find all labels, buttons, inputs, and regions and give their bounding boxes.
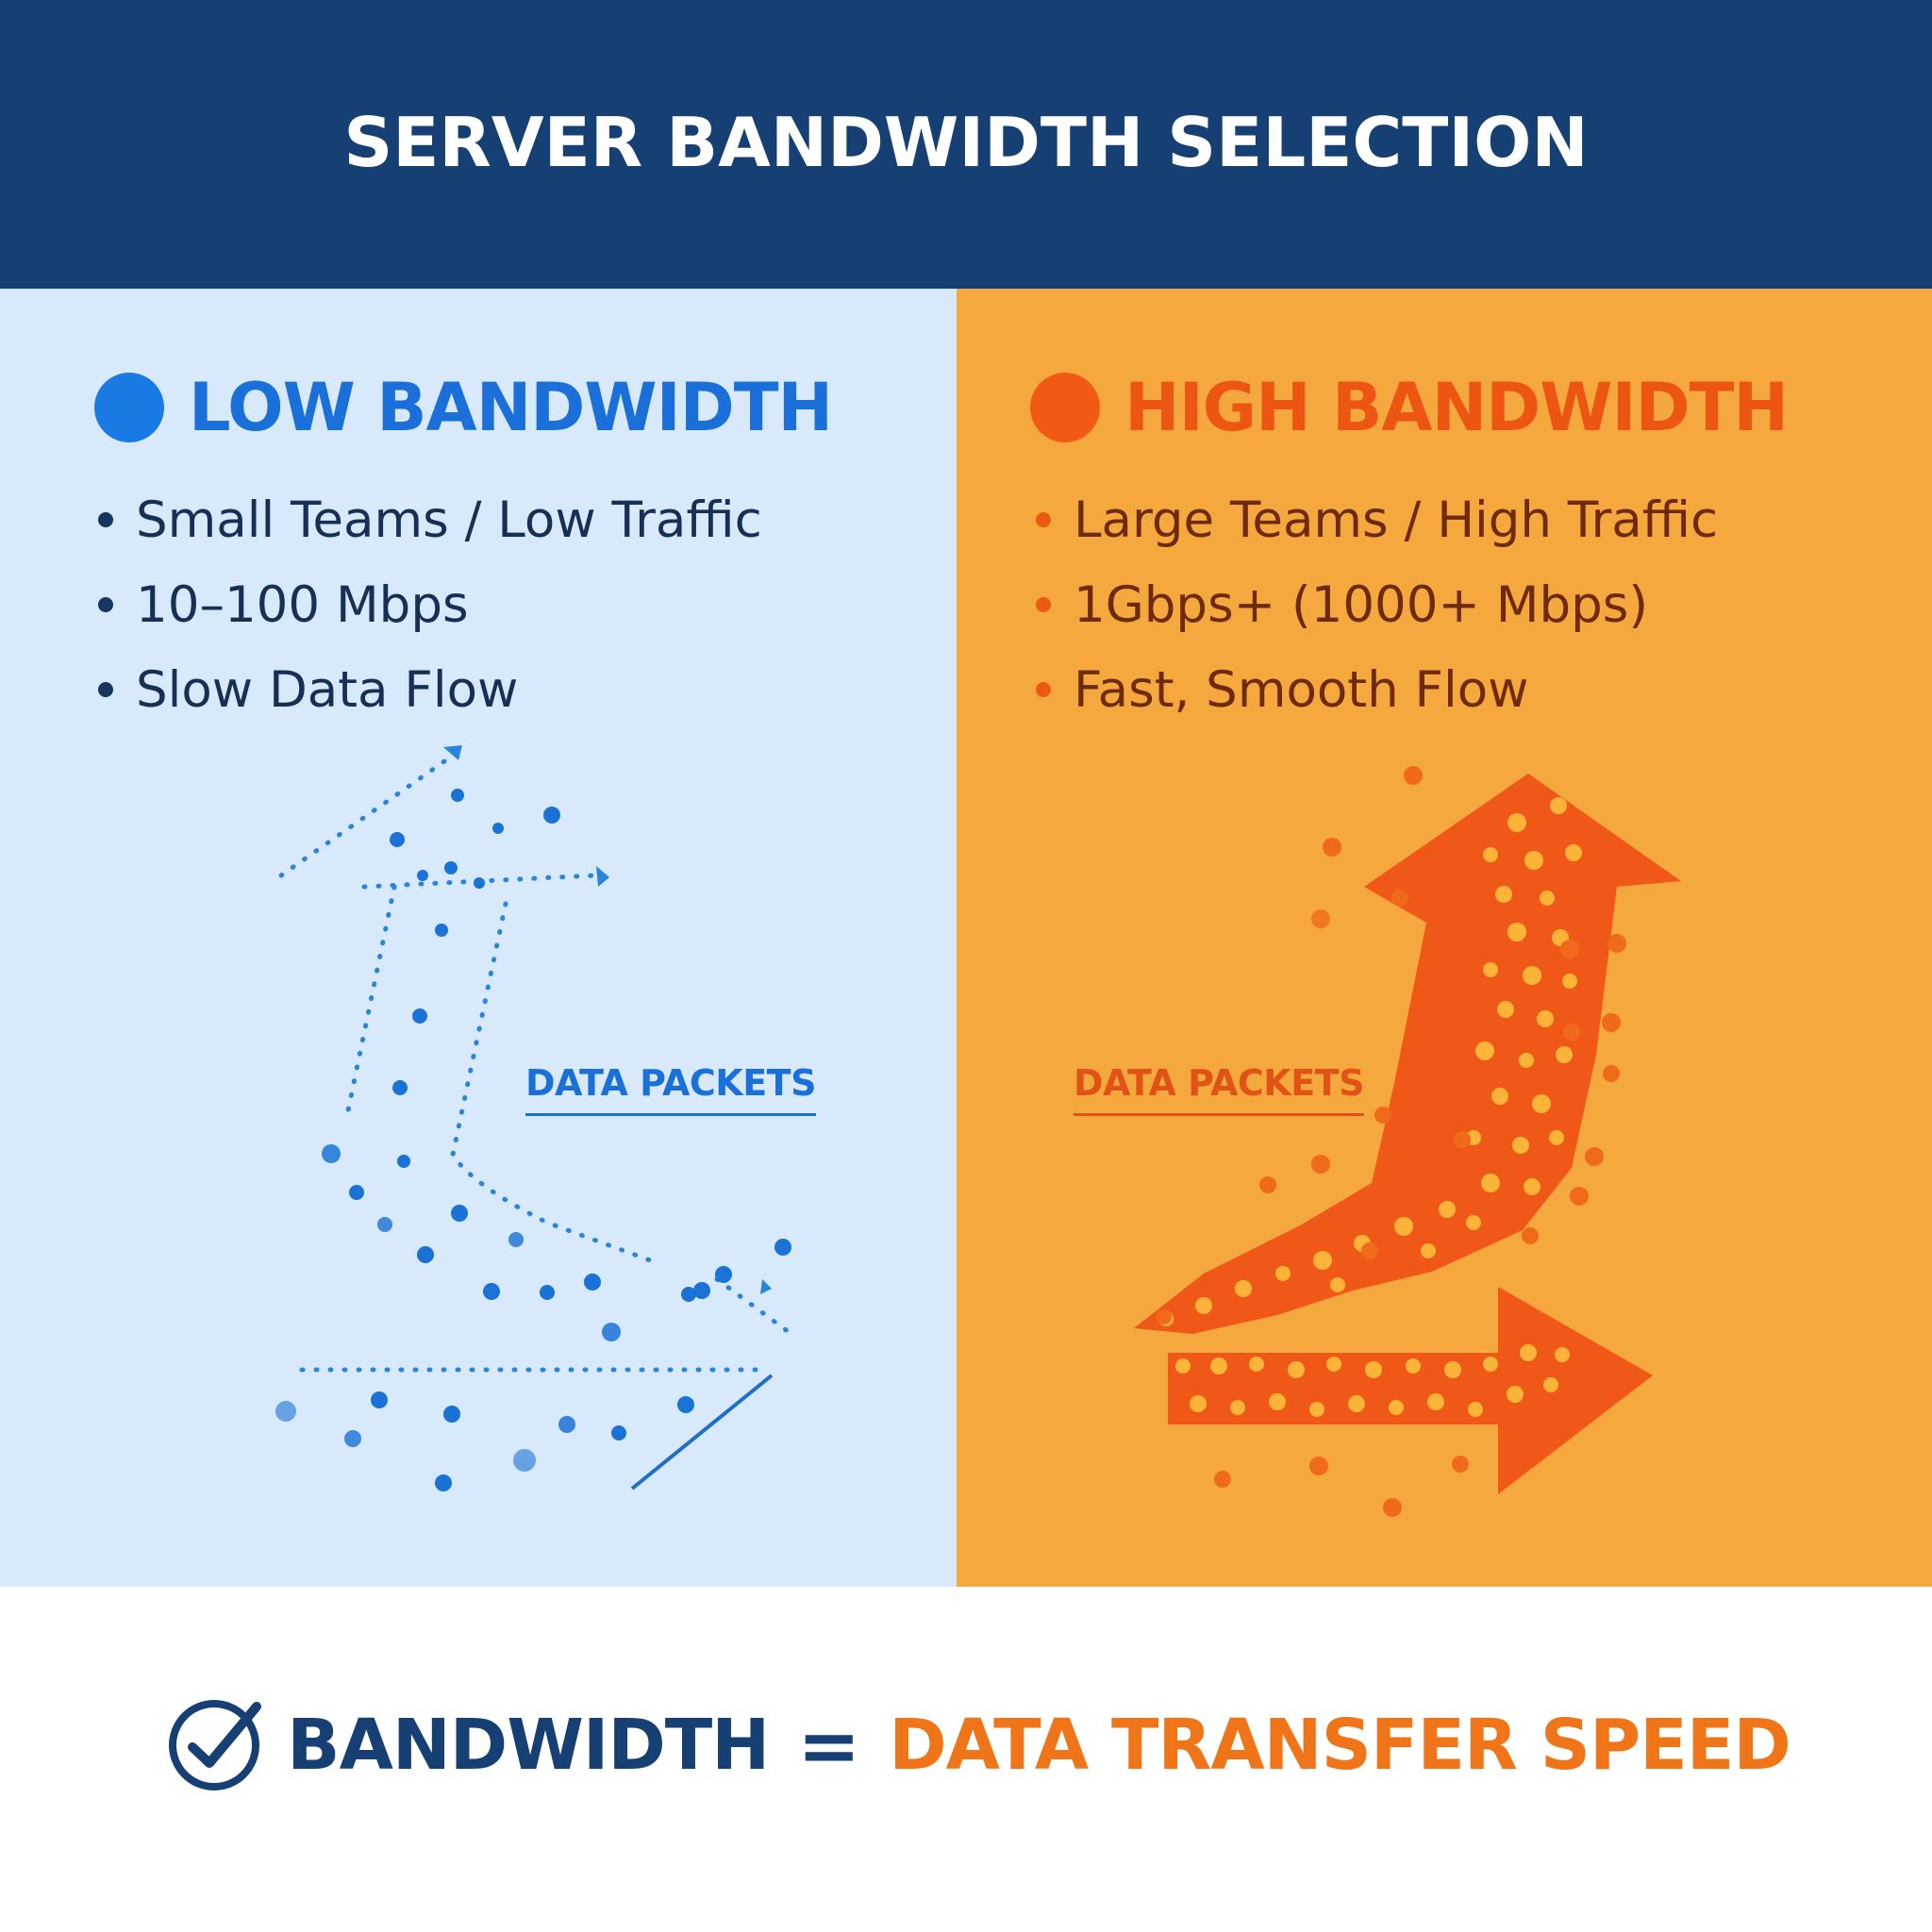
footer: BANDWIDTH = DATA TRANSFER SPEED [0, 1587, 1932, 1932]
footer-speed-text: DATA TRANSFER SPEED [889, 1705, 1791, 1786]
bullet-icon [98, 512, 113, 527]
low-bandwidth-title: LOW BANDWIDTH [189, 369, 833, 446]
bullet-icon [1036, 682, 1051, 697]
bullet-text: 1Gbps+ (1000+ Mbps) [1074, 575, 1649, 634]
list-item: 10–100 Mbps [98, 562, 762, 647]
list-item: 1Gbps+ (1000+ Mbps) [1036, 562, 1718, 647]
high-data-packets-label: DATA PACKETS [1074, 1062, 1364, 1116]
bullet-text: Small Teams / Low Traffic [136, 491, 762, 549]
high-bandwidth-heading: HIGH BANDWIDTH [1030, 369, 1789, 446]
high-bandwidth-panel: HIGH BANDWIDTH Large Teams / High Traffi… [957, 289, 1932, 1587]
low-bandwidth-panel: LOW BANDWIDTH Small Teams / Low Traffic … [0, 289, 957, 1587]
list-item: Large Teams / High Traffic [1036, 477, 1718, 562]
bullet-text: Fast, Smooth Flow [1074, 660, 1529, 719]
bullet-icon [1036, 597, 1051, 612]
footer-bandwidth-text: BANDWIDTH [287, 1705, 770, 1786]
dense-solid-arrows-illustration [1134, 766, 1681, 1517]
high-bandwidth-title: HIGH BANDWIDTH [1124, 369, 1789, 446]
low-data-packets-label: DATA PACKETS [525, 1062, 816, 1116]
orange-dot-icon [1030, 373, 1100, 442]
bullet-text: Slow Data Flow [136, 660, 519, 719]
checkmark-circle-icon [169, 1700, 262, 1790]
high-bandwidth-bullets: Large Teams / High Traffic 1Gbps+ (1000+… [1036, 477, 1718, 732]
list-item: Small Teams / Low Traffic [98, 477, 762, 562]
page-title: SERVER BANDWIDTH SELECTION [343, 103, 1589, 182]
bullet-icon [98, 597, 113, 612]
equals-sign: = [797, 1701, 861, 1790]
list-item: Fast, Smooth Flow [1036, 647, 1718, 732]
title-banner: SERVER BANDWIDTH SELECTION [0, 0, 1932, 289]
low-bandwidth-bullets: Small Teams / Low Traffic 10–100 Mbps Sl… [98, 477, 762, 732]
blue-dot-icon [94, 373, 164, 442]
sparse-dotted-arrows-illustration [275, 745, 791, 1491]
bullet-text: Large Teams / High Traffic [1074, 491, 1719, 549]
bullet-icon [1036, 512, 1051, 527]
low-bandwidth-heading: LOW BANDWIDTH [94, 369, 833, 446]
bullet-icon [98, 682, 113, 697]
list-item: Slow Data Flow [98, 647, 762, 732]
footer-equation: BANDWIDTH = DATA TRANSFER SPEED [164, 1695, 1791, 1795]
bullet-text: 10–100 Mbps [136, 575, 469, 634]
